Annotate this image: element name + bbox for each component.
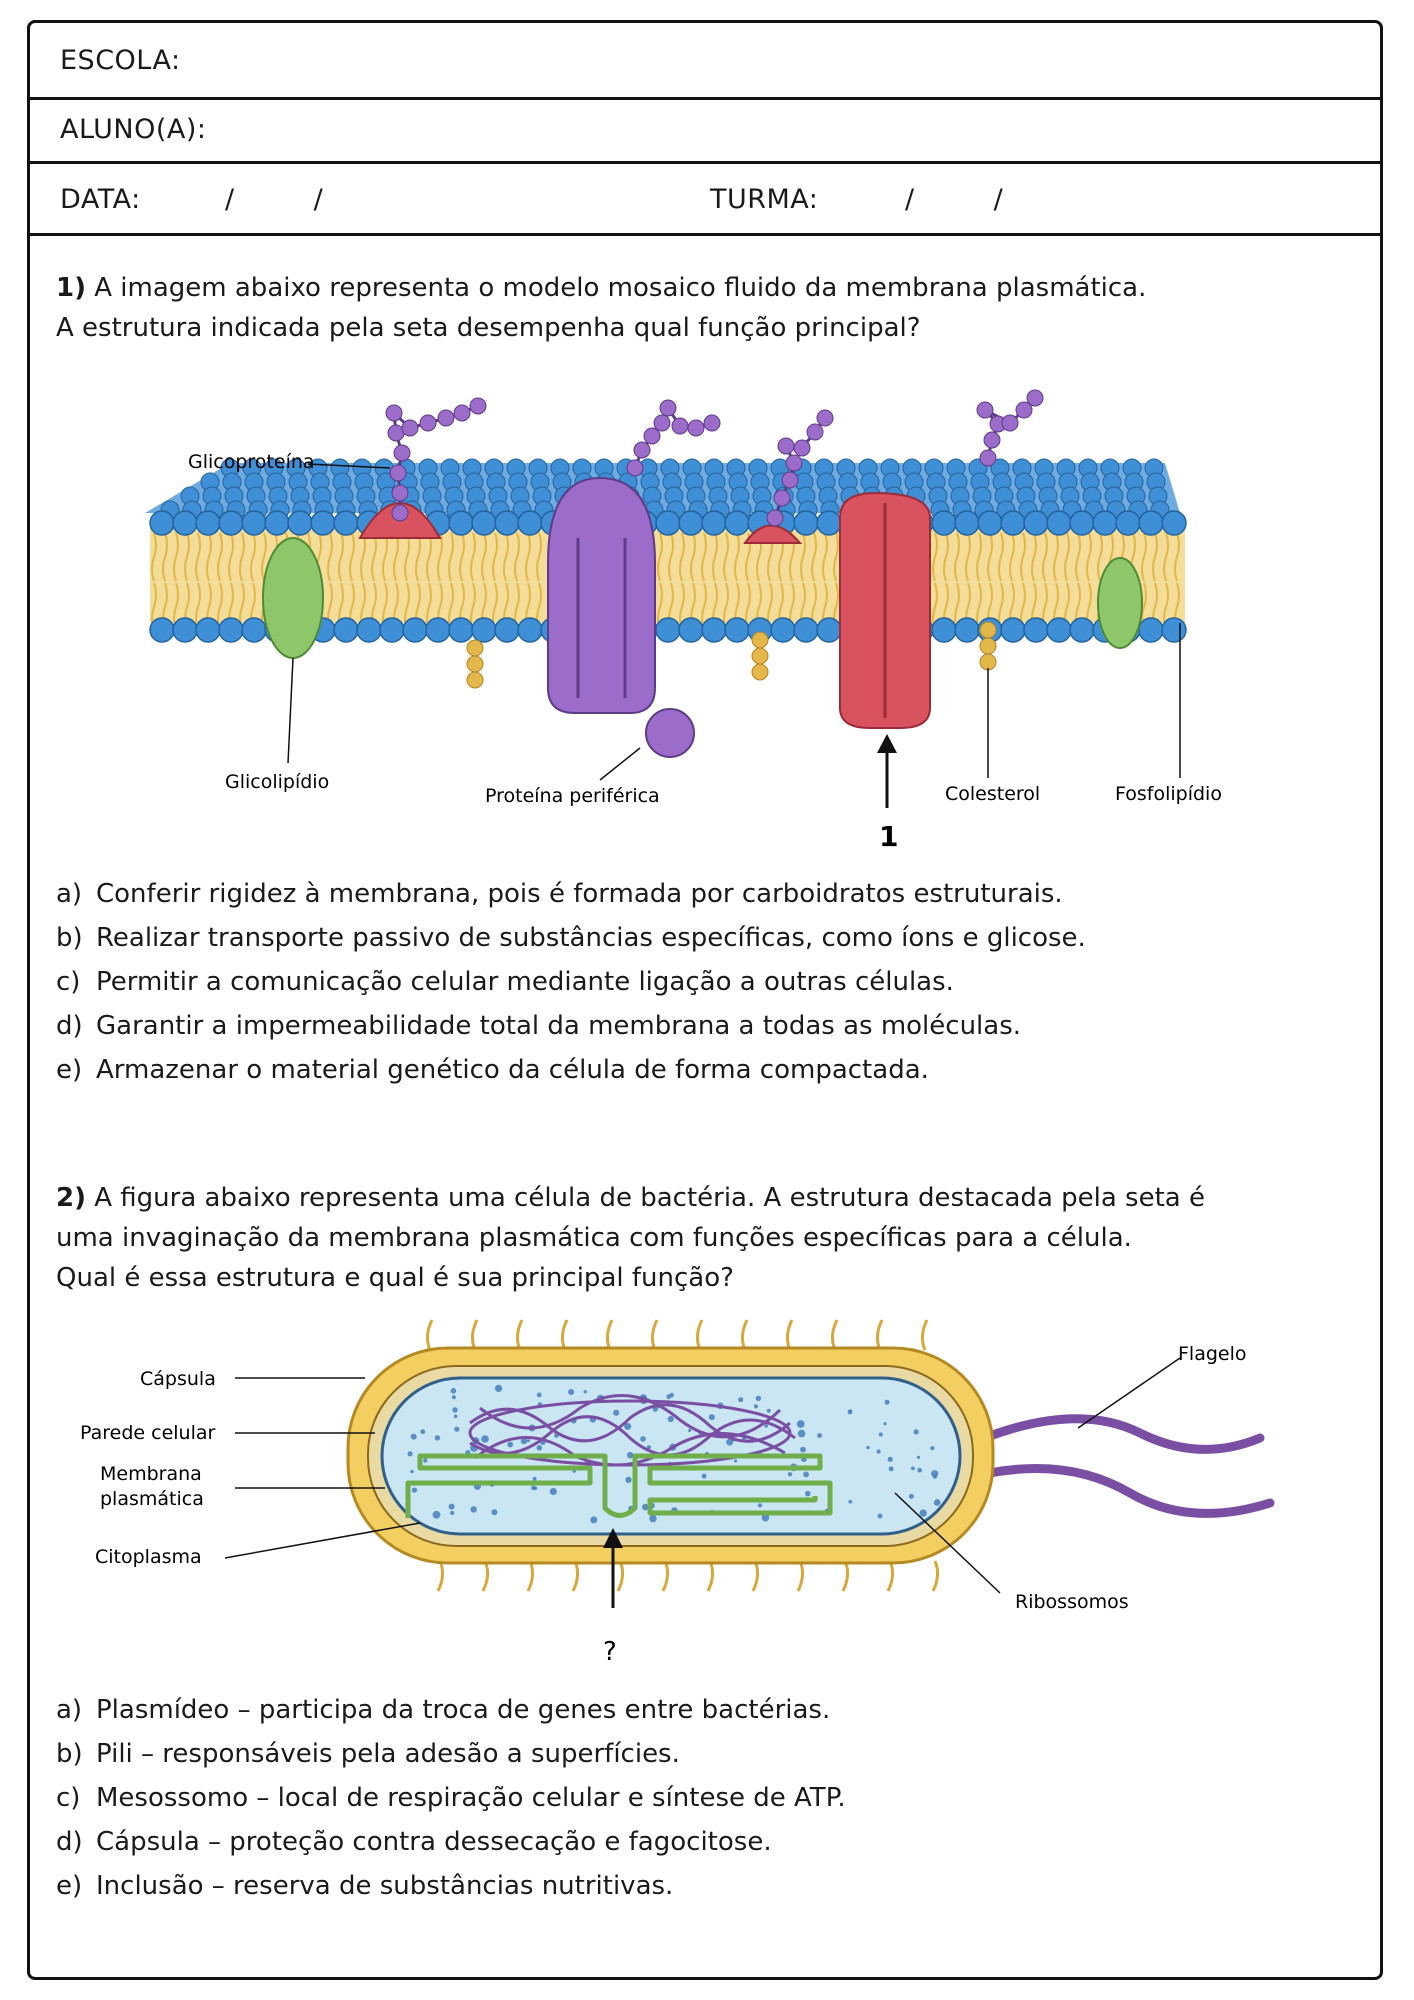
label-ribosomes: Ribossomos (1015, 1591, 1129, 1613)
question-2-line2: uma invaginação da membrana plasmática c… (56, 1223, 1132, 1253)
label-peripheral-protein: Proteína periférica (485, 785, 660, 807)
date-class-row: DATA: / / TURMA: / / (30, 164, 1380, 236)
question-2-number: 2) (56, 1183, 86, 1213)
q1-option-e[interactable]: e)Armazenar o material genético da célul… (56, 1055, 929, 1085)
question-1-line2: A estrutura indicada pela seta desempenh… (56, 313, 921, 343)
phospholipid-heads-top (149, 510, 1187, 536)
membrane-diagram: Glicoproteína Glicolipídio Proteína peri… (145, 389, 1222, 853)
date-slashes: / / (225, 184, 324, 215)
school-label: ESCOLA: (60, 45, 181, 76)
question-1-options: a)Conferir rigidez à membrana, pois é fo… (56, 872, 1086, 1092)
q2-option-d[interactable]: d)Cápsula – proteção contra dessecação e… (56, 1827, 772, 1857)
arrow-question-label: ? (603, 1637, 617, 1667)
question-1-text: 1) A imagem abaixo representa o modelo m… (56, 268, 1346, 348)
carbohydrate-chains (385, 389, 1044, 527)
question-2-options: a)Plasmídeo – participa da troca de gene… (56, 1688, 846, 1908)
q1-option-b[interactable]: b)Realizar transporte passivo de substân… (56, 923, 1086, 953)
q1-option-d[interactable]: d)Garantir a impermeabilidade total da m… (56, 1011, 1022, 1041)
arrow-1-label: 1 (879, 820, 898, 853)
q2-option-b[interactable]: b)Pili – responsáveis pela adesão a supe… (56, 1739, 680, 1769)
label-flagellum: Flagelo (1178, 1343, 1247, 1365)
purple-channel-protein (547, 476, 656, 714)
q1-option-a[interactable]: a)Conferir rigidez à membrana, pois é fo… (56, 879, 1063, 909)
label-membrane-line1: Membrana (100, 1463, 202, 1485)
school-row: ESCOLA: (30, 23, 1380, 100)
label-glycoprotein: Glicoproteína (188, 451, 315, 473)
question-1-line1: A imagem abaixo representa o modelo mosa… (94, 273, 1147, 303)
class-label: TURMA: (710, 184, 819, 215)
label-cell-wall: Parede celular (80, 1422, 215, 1444)
q1-option-c[interactable]: c)Permitir a comunicação celular mediant… (56, 967, 954, 997)
student-label: ALUNO(A): (60, 114, 207, 145)
question-2-line3: Qual é essa estrutura e qual é sua princ… (56, 1263, 734, 1293)
bacteria-diagram: ? Cápsula Parede celular Membrana plasmá… (80, 1319, 1275, 1667)
glycolipid-green-right (1097, 557, 1143, 649)
label-cytoplasm: Citoplasma (95, 1546, 202, 1568)
label-capsule: Cápsula (140, 1368, 216, 1390)
nucleoid-dna (468, 1394, 796, 1467)
class-slashes: / / (905, 184, 1004, 215)
flagellum-2 (985, 1464, 1275, 1518)
label-glycolipid: Glicolipídio (225, 771, 329, 793)
label-membrane-line2: plasmática (100, 1488, 204, 1510)
glycolipid-green (262, 537, 324, 659)
cholesterol-molecules (466, 621, 997, 689)
q2-option-a[interactable]: a)Plasmídeo – participa da troca de gene… (56, 1695, 831, 1725)
label-cholesterol: Colesterol (945, 783, 1040, 805)
question-1-number: 1) (56, 273, 86, 303)
label-phospholipid: Fosfolipídio (1115, 783, 1222, 805)
question-2-text: 2) A figura abaixo representa uma célula… (56, 1178, 1346, 1298)
q2-option-e[interactable]: e)Inclusão – reserva de substâncias nutr… (56, 1871, 674, 1901)
question-2-line1: A figura abaixo representa uma célula de… (94, 1183, 1205, 1213)
date-label: DATA: (60, 184, 141, 215)
peripheral-protein-ball (645, 708, 695, 758)
mesosome (405, 1453, 833, 1518)
q2-option-c[interactable]: c)Mesossomo – local de respiração celula… (56, 1783, 846, 1813)
flagellum-1 (985, 1414, 1265, 1454)
student-row: ALUNO(A): (30, 100, 1380, 164)
worksheet-border: ESCOLA: ALUNO(A): DATA: / / TURMA: / / 1… (27, 20, 1383, 1980)
